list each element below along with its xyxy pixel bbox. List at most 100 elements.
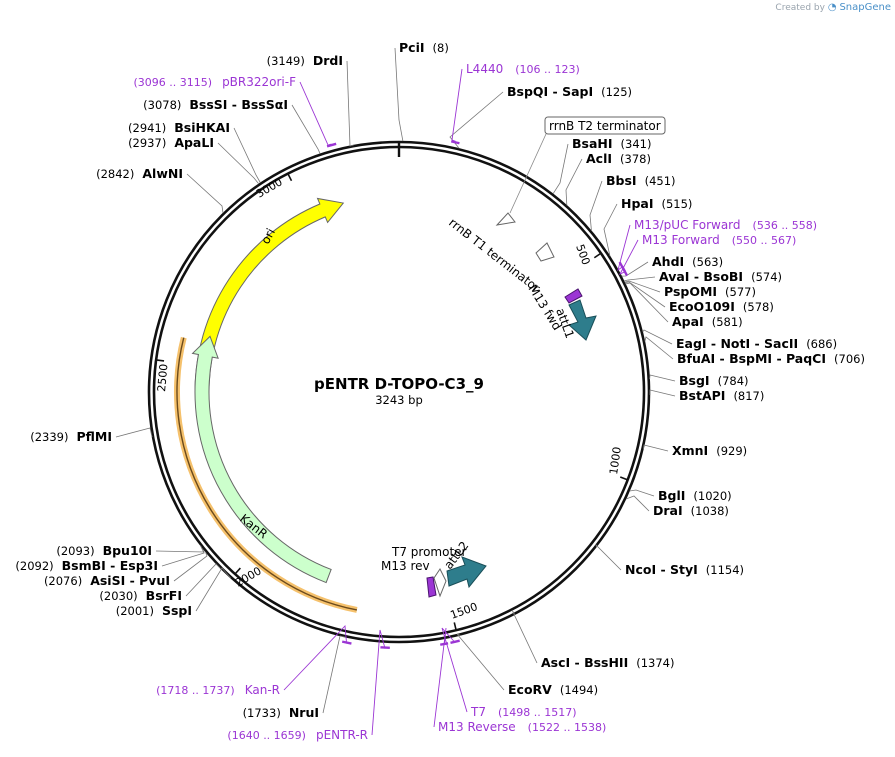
primer-mark-m13fwd bbox=[621, 267, 629, 277]
site-label-bstapi[interactable]: BstAPI(817) bbox=[679, 388, 764, 403]
kanr-primer-band-line bbox=[176, 337, 358, 611]
site-leader-bsssi bbox=[291, 104, 321, 154]
site-label-asci[interactable]: AscI - BssHII(1374) bbox=[541, 655, 675, 670]
ori-label: ori bbox=[258, 226, 278, 246]
site-label-apai[interactable]: ApaI(581) bbox=[672, 314, 743, 329]
primer-label-m13fwd[interactable]: M13 Forward(550 .. 567) bbox=[642, 233, 796, 247]
attl1-feature[interactable] bbox=[568, 299, 597, 341]
primer-label-pbr322[interactable]: (3096 .. 3115)pBR322ori-F bbox=[134, 75, 297, 89]
rrnb-t2-label-box bbox=[544, 116, 666, 135]
site-leader-drai bbox=[625, 495, 650, 512]
site-leader-bpu10i bbox=[155, 545, 205, 553]
site-label-ahdi[interactable]: AhdI(563) bbox=[652, 254, 723, 269]
site-leader-asisi bbox=[173, 551, 208, 582]
site-leader-bspqi bbox=[449, 91, 504, 149]
site-leader-ecorv bbox=[456, 633, 505, 691]
site-leader-pflmi bbox=[115, 427, 153, 438]
site-leader-alwni bbox=[186, 173, 224, 214]
primer-mark-pbr322 bbox=[326, 142, 337, 148]
site-label-xmni[interactable]: XmnI(929) bbox=[672, 443, 747, 458]
site-label-ncoi[interactable]: NcoI - StyI(1154) bbox=[625, 562, 744, 577]
tick-2000 bbox=[234, 567, 241, 575]
site-label-bsssi[interactable]: (3078)BssSI - BssSαI bbox=[143, 97, 288, 112]
site-leader-eco0109i bbox=[624, 281, 666, 308]
site-label-bspqi[interactable]: BspQI - SapI(125) bbox=[507, 84, 632, 99]
site-leader-bsgi bbox=[649, 374, 676, 382]
features-layer bbox=[174, 197, 597, 613]
site-leader-bfuai bbox=[644, 336, 674, 360]
t7-promoter-label: T7 promoter bbox=[391, 545, 467, 559]
site-label-apali[interactable]: (2937)ApaLI bbox=[128, 135, 214, 150]
site-label-avai[interactable]: AvaI - BsoBI(574) bbox=[659, 269, 782, 284]
attl2-feature[interactable] bbox=[446, 556, 487, 589]
rrnb-t1-feature[interactable] bbox=[535, 242, 555, 262]
tick-3000 bbox=[287, 173, 293, 182]
site-leader-pcil bbox=[394, 47, 404, 142]
primer-mark-m13rev bbox=[440, 642, 449, 646]
m13-rev-label: M13 rev bbox=[381, 559, 430, 573]
primer-label-pentrr[interactable]: (1640 .. 1659)pENTR-R bbox=[227, 728, 368, 742]
site-leader-bbsi bbox=[589, 180, 603, 231]
tick-label-500: 500 bbox=[573, 243, 592, 267]
primer-marks bbox=[326, 140, 629, 650]
rrnb-t2-feature[interactable] bbox=[495, 212, 516, 226]
snapgene-brand: SnapGene bbox=[839, 2, 891, 13]
primer-leader-kanr_primer bbox=[283, 624, 348, 691]
site-label-eco0109i[interactable]: EcoO109I(578) bbox=[669, 299, 774, 314]
primer-leader-l4440 bbox=[451, 68, 463, 142]
t7-promoter-feature[interactable] bbox=[433, 568, 447, 598]
label-leader-lines bbox=[115, 47, 676, 736]
site-label-hpai[interactable]: HpaI(515) bbox=[621, 196, 692, 211]
primer-label-m13rev[interactable]: M13 Reverse(1522 .. 1538) bbox=[438, 720, 606, 734]
site-label-nrui[interactable]: (1733)NruI bbox=[243, 705, 319, 720]
site-leader-hpai bbox=[603, 203, 618, 257]
site-label-ecorv[interactable]: EcoRV(1494) bbox=[508, 682, 598, 697]
site-leader-pspomi bbox=[624, 280, 661, 293]
site-label-eagi[interactable]: EagI - NotI - SacII(686) bbox=[676, 336, 837, 351]
site-label-bbsi[interactable]: BbsI(451) bbox=[606, 173, 676, 188]
site-label-drdi[interactable]: (3149)DrdI bbox=[267, 53, 343, 68]
site-label-bsihkai[interactable]: (2941)BsiHKAI bbox=[128, 120, 230, 135]
primer-label-kanr_primer[interactable]: (1718 .. 1737)Kan-R bbox=[156, 683, 280, 697]
site-leader-ncoi bbox=[595, 543, 622, 571]
site-label-asisi[interactable]: (2076)AsiSI - PvuI bbox=[44, 573, 170, 588]
site-label-bfuai[interactable]: BfuAI - BspMI - PaqCI(706) bbox=[677, 351, 865, 366]
site-label-drai[interactable]: DraI(1038) bbox=[653, 503, 729, 518]
site-label-pflmi[interactable]: (2339)PflMI bbox=[30, 429, 112, 444]
site-leader-xmni bbox=[643, 444, 669, 452]
kanr-feature[interactable] bbox=[191, 335, 332, 584]
site-label-acli[interactable]: AclI(378) bbox=[586, 151, 651, 166]
snapgene-credit: Created by ◔ SnapGene bbox=[775, 2, 891, 13]
site-leader-eagi bbox=[642, 329, 673, 345]
site-label-bsahi[interactable]: BsaHI(341) bbox=[572, 136, 651, 151]
primer-leader-pentrr bbox=[371, 629, 386, 736]
tick-1000 bbox=[619, 476, 629, 481]
m13-rev-feature[interactable] bbox=[426, 576, 437, 598]
site-label-bsmbi[interactable]: (2092)BsmBI - Esp3I bbox=[15, 558, 158, 573]
site-label-pcil[interactable]: PciI(8) bbox=[399, 40, 449, 55]
primer-label-l4440[interactable]: L4440(106 .. 123) bbox=[466, 62, 580, 76]
rrnb-t2-label: rrnB T2 terminator bbox=[549, 119, 661, 133]
backbone-ring bbox=[147, 140, 651, 644]
primer-label-t7[interactable]: T7(1498 .. 1517) bbox=[470, 705, 577, 719]
primer-label-m13puc[interactable]: M13/pUC Forward(536 .. 558) bbox=[634, 218, 817, 232]
site-leader-bsrfi bbox=[185, 563, 221, 597]
m13-fwd-feature[interactable] bbox=[564, 288, 583, 304]
plasmid-name: pENTR D-TOPO-C3_9 bbox=[314, 375, 484, 393]
site-label-bsgi[interactable]: BsgI(784) bbox=[679, 373, 749, 388]
tick-500 bbox=[593, 252, 602, 259]
site-label-alwni[interactable]: (2842)AlwNI bbox=[96, 166, 183, 181]
site-label-sspi[interactable]: (2001)SspI bbox=[116, 603, 192, 618]
site-label-bgli[interactable]: BglI(1020) bbox=[658, 488, 732, 503]
site-leader-acli bbox=[565, 158, 583, 206]
site-leader-nrui bbox=[322, 635, 346, 714]
site-label-pspomi[interactable]: PspOMI(577) bbox=[664, 284, 756, 299]
site-label-bsrfi[interactable]: (2030)BsrFI bbox=[99, 588, 182, 603]
site-label-bpu10i[interactable]: (2093)Bpu10I bbox=[56, 543, 152, 558]
site-leader-bgli bbox=[629, 489, 655, 497]
primer-leader-m13rev bbox=[433, 627, 447, 728]
site-leader-bstapi bbox=[649, 389, 676, 397]
primer-leader-pbr322 bbox=[299, 81, 332, 146]
site-leader-apali bbox=[217, 142, 260, 185]
